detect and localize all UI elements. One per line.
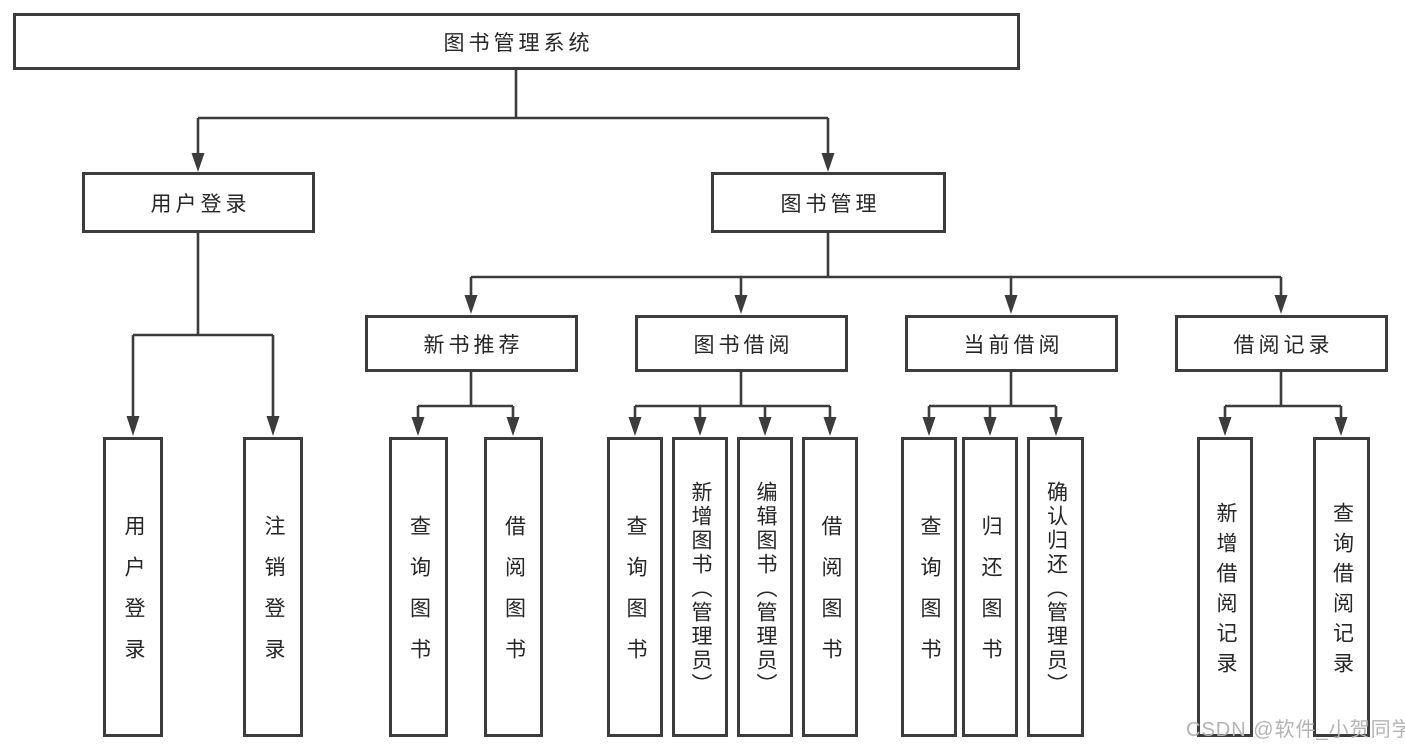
node-new-book-recommend: 新书推荐	[365, 315, 578, 372]
leaf-recommend-query-books-label: 查询图书	[407, 515, 431, 679]
node-root-label: 图书管理系统	[443, 31, 594, 55]
node-current-borrow-label: 当前借阅	[963, 333, 1064, 357]
leaf-borrow-add-books-admin-label: 新增图书（管理员）	[689, 480, 712, 697]
node-borrow-records-label: 借阅记录	[1233, 333, 1334, 357]
leaf-user-login-label: 用户登录	[122, 515, 145, 679]
node-book-borrow: 图书借阅	[635, 315, 848, 372]
node-borrow-records: 借阅记录	[1175, 315, 1388, 372]
node-new-book-recommend-label: 新书推荐	[423, 333, 524, 357]
leaf-current-return-books: 归还图书	[962, 437, 1018, 737]
node-book-borrow-label: 图书借阅	[693, 333, 794, 357]
node-book-management: 图书管理	[711, 172, 946, 233]
leaf-records-add-record-label: 新增借阅记录	[1214, 501, 1237, 682]
node-book-management-label: 图书管理	[780, 192, 881, 216]
leaf-records-query-record-label: 查询借阅记录	[1330, 501, 1354, 682]
connector-current-to-leaves	[927, 372, 1058, 420]
leaf-recommend-borrow-books: 借阅图书	[484, 437, 543, 737]
node-user-login-label: 用户登录	[150, 192, 251, 216]
leaf-current-confirm-return-admin: 确认归还（管理员）	[1027, 437, 1084, 737]
leaf-records-add-record: 新增借阅记录	[1197, 437, 1253, 737]
leaf-records-query-record: 查询借阅记录	[1313, 437, 1370, 737]
connector-records-to-leaves	[1223, 372, 1343, 420]
leaf-recommend-borrow-books-label: 借阅图书	[502, 515, 526, 679]
leaf-borrow-borrow-books: 借阅图书	[802, 437, 858, 737]
node-root: 图书管理系统	[13, 13, 1020, 70]
leaf-borrow-query-books: 查询图书	[607, 437, 663, 737]
csdn-watermark: CSDN @软件_小贺同学	[1186, 719, 1405, 741]
leaf-recommend-query-books: 查询图书	[389, 437, 448, 737]
leaf-current-query-books-label: 查询图书	[918, 515, 941, 679]
node-current-borrow: 当前借阅	[905, 315, 1118, 372]
leaf-logout: 注销登录	[243, 437, 303, 737]
connector-management-to-level3	[469, 233, 1283, 298]
connector-login-to-leaves	[131, 233, 275, 419]
node-user-login: 用户登录	[82, 172, 315, 233]
leaf-borrow-edit-books-admin-label: 编辑图书（管理员）	[754, 480, 777, 697]
leaf-current-confirm-return-admin-label: 确认归还（管理员）	[1044, 480, 1068, 697]
leaf-borrow-add-books-admin: 新增图书（管理员）	[672, 437, 728, 737]
leaf-borrow-edit-books-admin: 编辑图书（管理员）	[737, 437, 793, 737]
leaf-user-login: 用户登录	[103, 437, 163, 737]
leaf-borrow-borrow-books-label: 借阅图书	[819, 515, 842, 679]
connector-root-to-level2	[196, 70, 830, 156]
leaf-current-return-books-label: 归还图书	[979, 515, 1002, 679]
leaf-logout-label: 注销登录	[262, 515, 285, 679]
connector-borrow-to-leaves	[633, 372, 832, 420]
leaf-borrow-query-books-label: 查询图书	[624, 515, 647, 679]
leaf-current-query-books: 查询图书	[901, 437, 957, 737]
connector-recommend-to-leaves	[416, 372, 515, 420]
